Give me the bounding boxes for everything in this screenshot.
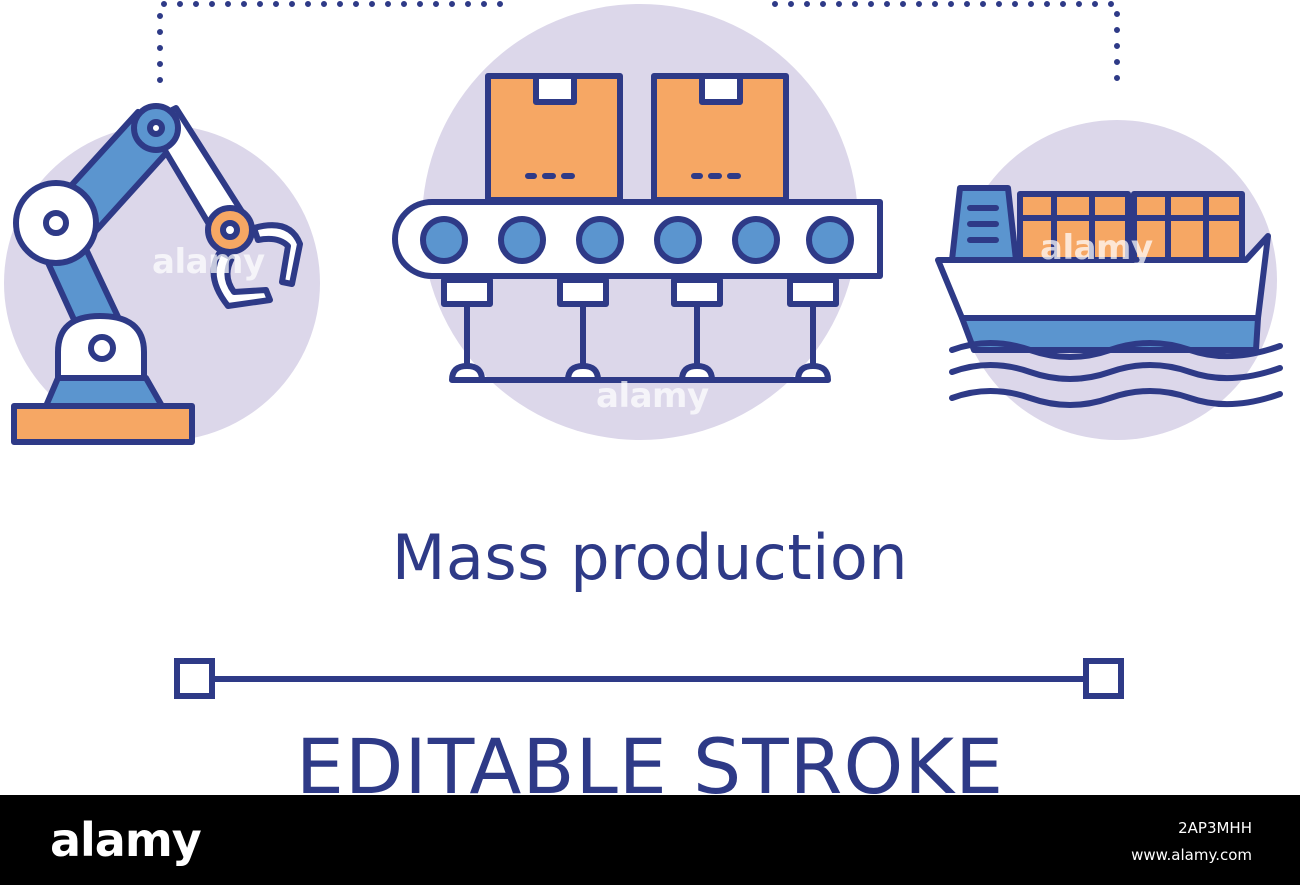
conveyor-belt-icon <box>392 73 883 383</box>
alamy-logo: alamy <box>50 813 202 867</box>
editable-stroke-caption: EDITABLE STROKE <box>295 722 1005 795</box>
editable-stroke-line <box>174 658 1124 699</box>
image-meta: 2AP3MHH www.alamy.com <box>1131 815 1252 869</box>
illustration-title: Mass production <box>391 521 909 594</box>
dotted-connector <box>157 1 1120 83</box>
illustration: Mass production EDITABLE STROKE alamy al… <box>4 1 1283 795</box>
stock-footer-bar: alamy 2AP3MHH www.alamy.com <box>0 795 1300 885</box>
cargo-ship-icon <box>935 185 1283 408</box>
site-url: www.alamy.com <box>1131 846 1252 864</box>
image-id: 2AP3MHH <box>1178 819 1252 837</box>
illustration-graphics <box>4 1 1283 699</box>
robot-arm-icon <box>11 103 303 445</box>
